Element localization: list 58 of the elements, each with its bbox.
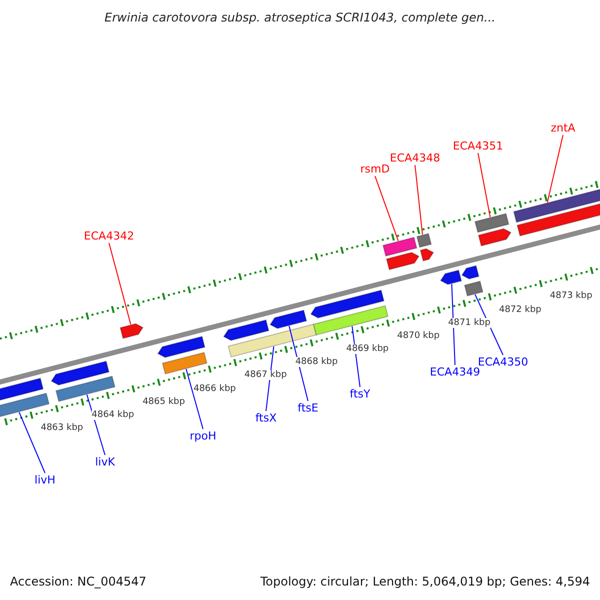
- gene-feature: [50, 360, 110, 386]
- gene-bar: [416, 233, 432, 248]
- leader-line: [108, 242, 132, 325]
- gene-bar: [162, 352, 208, 375]
- gene-feature: [420, 248, 434, 262]
- gene-label: rpoH: [190, 430, 216, 442]
- gene-feature: [0, 378, 44, 402]
- scale-label: 4872 kbp: [498, 304, 542, 315]
- leader-line: [186, 368, 204, 430]
- title: Erwinia carotovora subsp. atroseptica SCRI1043, complete gen...: [104, 12, 496, 24]
- gene-label: ftsE: [298, 402, 318, 414]
- scale-label: 4864 kbp: [92, 410, 134, 420]
- gene-label: livK: [95, 456, 115, 468]
- leader-line: [546, 134, 564, 203]
- gene-feature: [310, 290, 385, 318]
- gene-feature: [270, 310, 308, 329]
- scale-label: 4863 kbp: [40, 422, 84, 433]
- leader-line: [374, 176, 399, 242]
- gene-label: zntA: [550, 122, 576, 134]
- leader-line: [451, 283, 456, 366]
- gene-bar: [474, 213, 510, 233]
- scale-label: 4870 kbp: [397, 330, 440, 341]
- scale-label: 4866 kbp: [193, 384, 236, 394]
- gene-feature: [461, 265, 480, 280]
- accession-text: Accession: NC_004547: [10, 576, 146, 588]
- gene-bar: [382, 236, 418, 257]
- gene-bar: [464, 280, 484, 297]
- leader-line: [288, 325, 308, 402]
- leader-line: [414, 164, 423, 236]
- gene-label: ECA4350: [478, 356, 528, 368]
- leader-line: [266, 346, 274, 412]
- gene-label: rsmD: [360, 162, 390, 176]
- gene-feature: [157, 336, 206, 358]
- gene-bar: [312, 305, 389, 336]
- genome-info-text: Topology: circular; Length: 5,064,019 bp; Genes: 4,594: [260, 576, 590, 588]
- gene-feature: [440, 270, 462, 285]
- leader-line: [478, 152, 491, 218]
- scale-label: 4867 kbp: [244, 370, 287, 380]
- leader-line: [86, 394, 106, 456]
- gene-label: ftsX: [255, 412, 277, 424]
- gene-label: ECA4348: [390, 152, 440, 164]
- leader-line: [352, 326, 360, 388]
- scale-label: 4869 kbp: [346, 344, 389, 354]
- gene-label: ECA4342: [84, 230, 134, 242]
- gene-feature: [478, 228, 512, 246]
- gene-bar: [228, 324, 317, 358]
- gene-feature: [120, 323, 144, 339]
- scale-label: 4868 kbp: [295, 357, 338, 368]
- gene-label: livH: [34, 474, 56, 486]
- scale-label: 4865 kbp: [142, 396, 185, 407]
- gene-feature: [223, 319, 270, 341]
- gene-bar: [55, 376, 116, 402]
- gene-label: ECA4351: [452, 140, 504, 152]
- gene-label: ftsY: [350, 388, 370, 400]
- leader-line: [18, 412, 46, 474]
- scale-label: 4873 kbp: [550, 291, 592, 302]
- scale-label: 4871 kbp: [448, 318, 490, 328]
- gene-label: ECA4349: [430, 366, 480, 378]
